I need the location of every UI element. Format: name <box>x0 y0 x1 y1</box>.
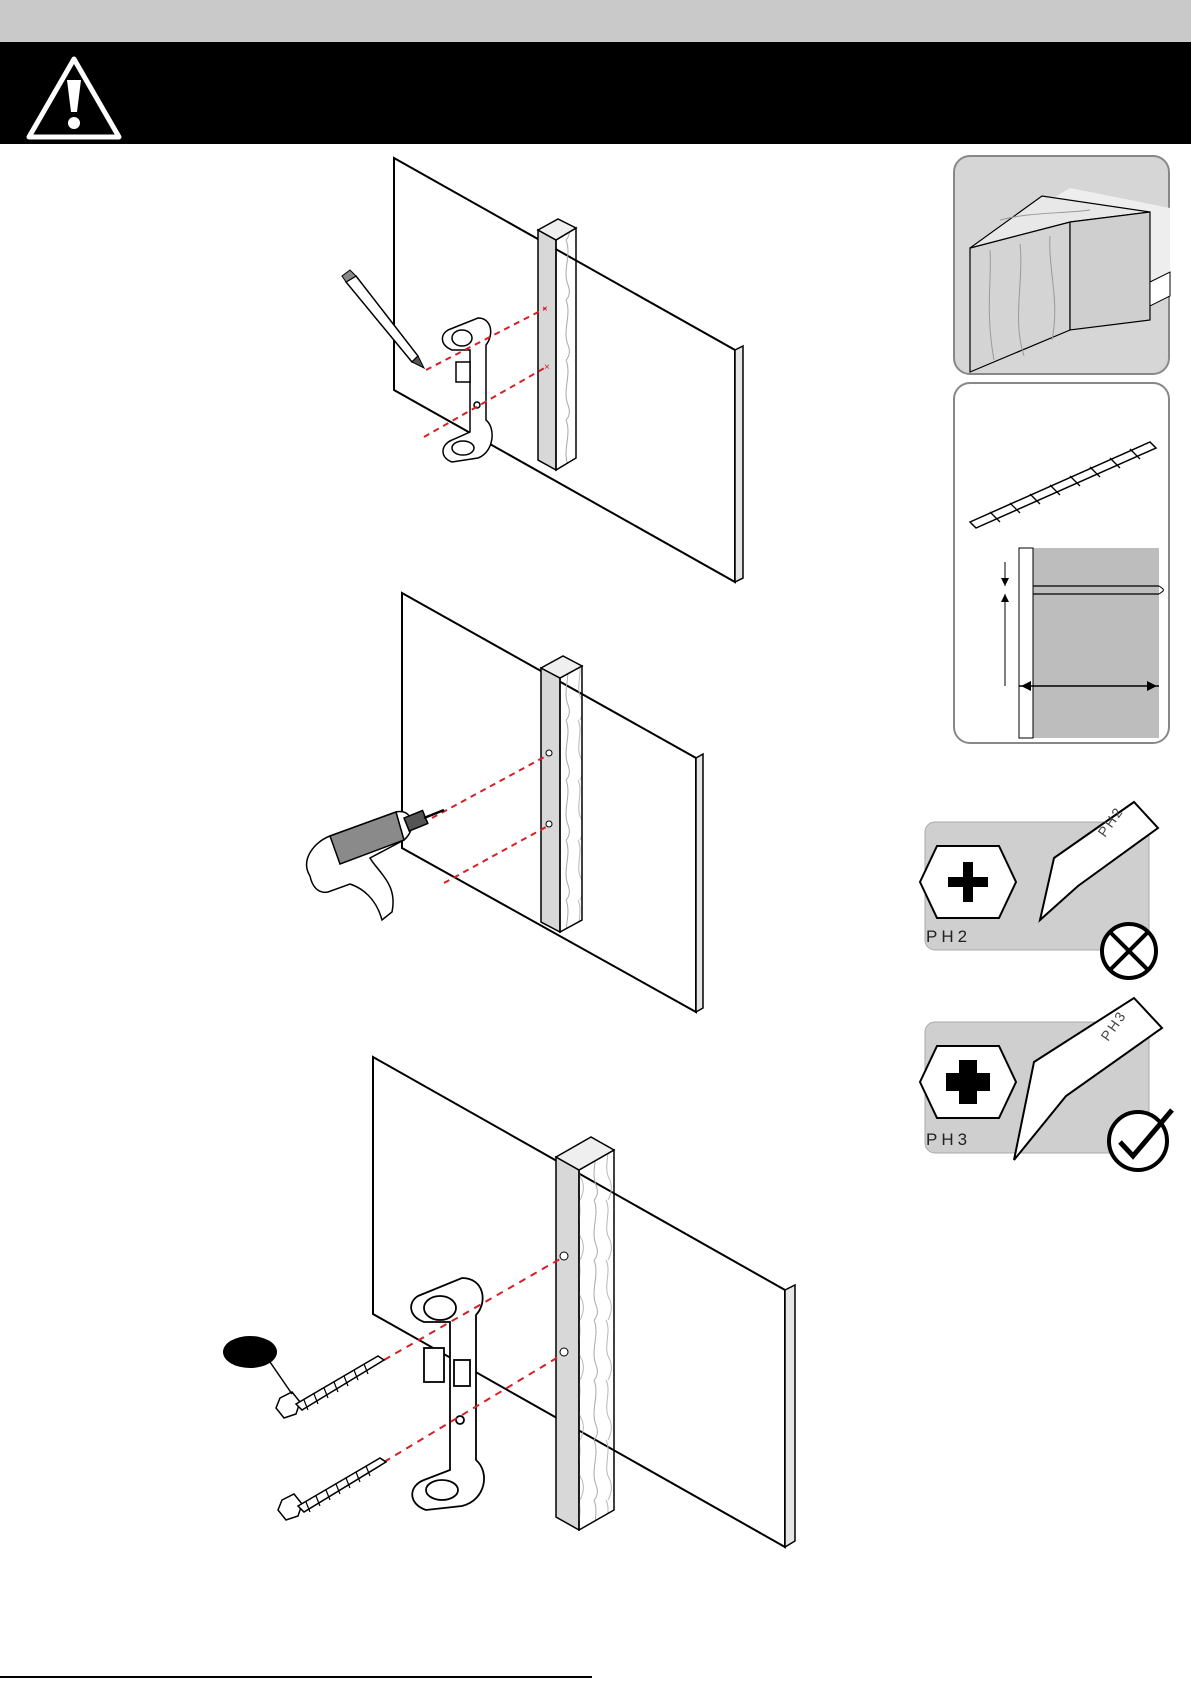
ph3-label: PH3 <box>926 1130 971 1149</box>
cross-circle-icon <box>1102 924 1156 978</box>
step-drill-holes <box>307 593 703 1012</box>
svg-text:×: × <box>544 362 550 373</box>
screw-icon <box>278 1458 386 1520</box>
wood-stud-icon <box>954 156 1170 374</box>
part-callout-bubble <box>223 1336 277 1368</box>
wood-stud <box>538 230 556 470</box>
screw-icon <box>276 1356 384 1418</box>
drill-bit-icon <box>954 383 1169 743</box>
ph2-label: PH2 <box>926 927 971 946</box>
step-mark-holes: × × <box>342 158 743 582</box>
bit-ph3-panel: PH3 PH3 <box>920 998 1172 1170</box>
wood-stud <box>556 1157 579 1530</box>
check-circle-icon <box>1109 1110 1172 1170</box>
wall-bracket <box>411 1278 484 1510</box>
footer-rule <box>0 1676 592 1678</box>
wood-stud <box>541 668 560 932</box>
bit-ph2-panel: PH2 PH2 <box>920 802 1158 978</box>
step-fix-bracket <box>223 1057 795 1547</box>
svg-text:×: × <box>542 304 548 315</box>
